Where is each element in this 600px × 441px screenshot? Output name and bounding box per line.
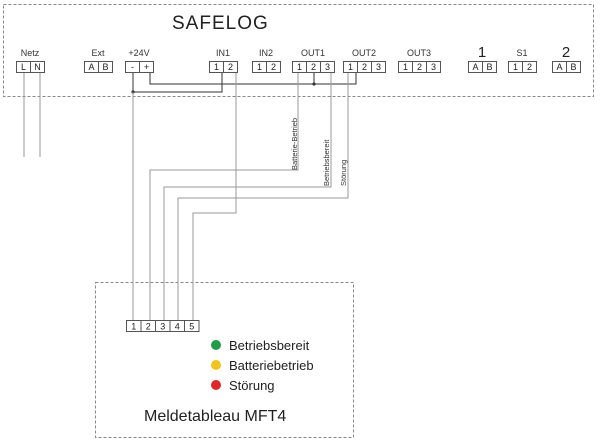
terminal-group-label-s1: S1 [516, 48, 527, 58]
terminal-group-label-netz: Netz [21, 48, 40, 58]
terminal-label-out2-0: 1 [348, 62, 353, 72]
mft4-enclosure [95, 282, 354, 438]
terminal-group-label-bus1: 1 [478, 44, 486, 61]
status-led-red-icon [211, 380, 221, 390]
terminal-group-label-ext: Ext [91, 48, 105, 58]
terminal-group-label-in2: IN2 [259, 48, 273, 58]
terminal-label-bus1-0: A [472, 62, 478, 72]
terminal-out3-2 [426, 61, 441, 73]
terminal-label-out2-2: 3 [376, 62, 381, 72]
terminal-out1-2 [320, 61, 335, 73]
terminal-label-v24-1: + [144, 62, 149, 72]
terminal-bus1-1 [482, 61, 497, 73]
terminal-label-s1-1: 2 [527, 62, 532, 72]
legend-label-betriebsbereit: Betriebsbereit [229, 338, 310, 353]
terminal-label-out3-1: 2 [417, 62, 422, 72]
mft4-terminal-4 [184, 320, 200, 332]
terminal-label-netz-0: L [21, 62, 26, 72]
bridge-plus-out [149, 73, 357, 85]
terminal-label-netz-1: N [34, 62, 41, 72]
terminal-out2-2 [371, 61, 386, 73]
legend-label-batteriebetrieb: Batteriebetrieb [229, 358, 314, 373]
wire-label-betriebsbereit: Betriebsbereit [322, 139, 331, 186]
terminal-label-in1-0: 1 [214, 62, 219, 72]
terminal-s1-1 [522, 61, 537, 73]
terminal-bus2-1 [566, 61, 581, 73]
wire-betriebsbereit [163, 73, 332, 320]
terminal-label-bus2-1: B [570, 62, 576, 72]
terminal-netz-1 [30, 61, 45, 73]
terminal-label-out2-1: 2 [362, 62, 367, 72]
wire-stoerung [177, 73, 349, 320]
terminal-v24-1 [139, 61, 154, 73]
wire-label-batterie-betrieb: Batterie-Betrieb [290, 118, 299, 170]
terminal-label-out1-1: 2 [311, 62, 316, 72]
wire-label-stoerung: Störung [339, 160, 348, 186]
terminal-label-bus1-1: B [486, 62, 492, 72]
terminal-group-label-out2: OUT2 [352, 48, 376, 58]
terminal-label-bus2-0: A [556, 62, 562, 72]
terminal-group-label-bus2: 2 [562, 44, 570, 61]
legend-label-stoerung: Störung [229, 378, 275, 393]
terminal-group-label-v24: +24V [128, 48, 149, 58]
wire-batterie-betrieb [149, 73, 299, 320]
status-led-yellow-icon [211, 360, 221, 370]
bridge-minus-in1 [132, 73, 223, 93]
terminal-label-out1-0: 1 [297, 62, 302, 72]
terminal-in1-1 [223, 61, 238, 73]
terminal-label-v24-0: - [131, 62, 134, 72]
terminal-label-ext-0: A [88, 62, 94, 72]
mft4-title: Meldetableau MFT4 [144, 408, 286, 425]
mft4-terminal-label-3: 4 [175, 322, 180, 332]
terminal-group-label-in1: IN1 [216, 48, 230, 58]
terminal-label-out3-2: 3 [431, 62, 436, 72]
terminal-label-ext-1: B [102, 62, 108, 72]
safelog-title: SAFELOG [172, 13, 269, 34]
mft4-terminal-label-4: 5 [189, 322, 194, 332]
mft4-terminal-label-1: 2 [146, 322, 151, 332]
terminal-label-s1-0: 1 [513, 62, 518, 72]
terminal-label-in2-1: 2 [271, 62, 276, 72]
terminal-ext-1 [98, 61, 113, 73]
terminal-group-label-out1: OUT1 [301, 48, 325, 58]
wire-in1-2 [192, 73, 237, 320]
terminal-label-in1-1: 2 [228, 62, 233, 72]
terminal-label-out3-0: 1 [403, 62, 408, 72]
terminal-label-in2-0: 1 [257, 62, 262, 72]
status-led-green-icon [211, 340, 221, 350]
mft4-terminal-label-2: 3 [160, 322, 165, 332]
terminal-group-label-out3: OUT3 [407, 48, 431, 58]
terminal-label-out1-2: 3 [325, 62, 330, 72]
mft4-terminal-label-0: 1 [131, 322, 136, 332]
terminal-in2-1 [266, 61, 281, 73]
